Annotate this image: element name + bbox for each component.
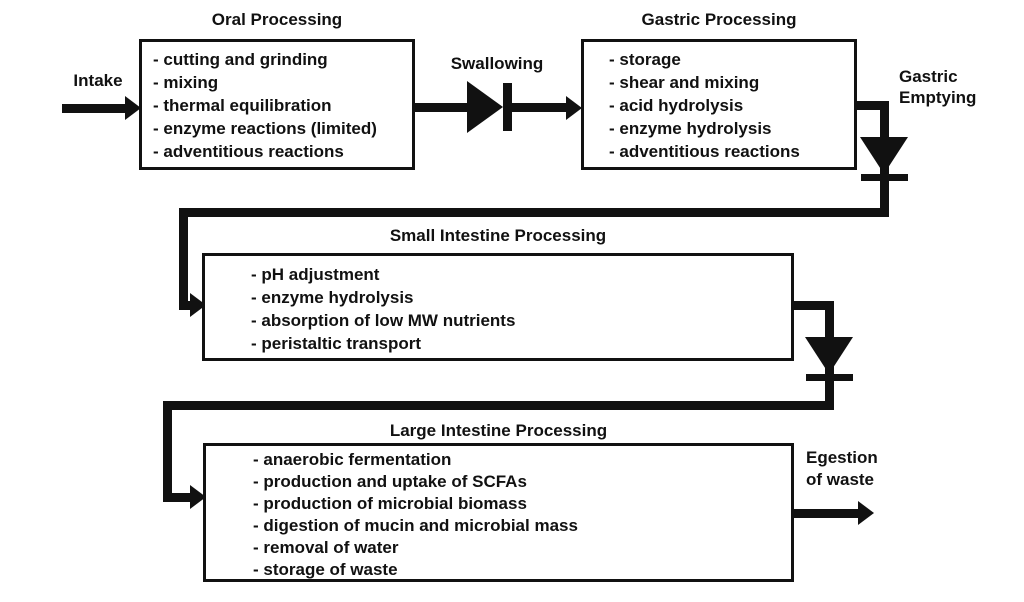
oral-processing-title: Oral Processing xyxy=(211,10,343,29)
list-item: - absorption of low MW nutrients xyxy=(251,311,516,330)
small-to-large-line-segment xyxy=(163,401,834,410)
gastric-emptying-line-segment xyxy=(855,101,889,110)
small-intestine-processing-title: Small Intestine Processing xyxy=(389,226,607,245)
gastric-emptying-line-segment xyxy=(183,301,193,310)
swallowing-line-segment xyxy=(413,103,469,112)
large-intestine-processing-items: - anaerobic fermentation - production and… xyxy=(206,446,791,581)
list-item: - mixing xyxy=(153,73,219,92)
list-item: - storage xyxy=(609,50,681,69)
list-item: - peristaltic transport xyxy=(251,334,422,353)
gastric-emptying-valve-triangle-icon xyxy=(860,137,908,174)
large-intestine-processing-box: - anaerobic fermentation - production and… xyxy=(203,443,794,582)
small-to-large-line-segment xyxy=(792,301,834,310)
swallowing-valve-bar xyxy=(503,83,512,131)
list-item: - removal of water xyxy=(253,538,399,557)
list-item: - enzyme hydrolysis xyxy=(251,288,414,307)
gastric-emptying-line-segment xyxy=(179,208,188,310)
list-item: - thermal equilibration xyxy=(153,96,332,115)
swallowing-arrowhead-icon xyxy=(566,96,582,120)
egestion-arrow-shaft xyxy=(792,509,860,518)
egestion-label: Egestion of waste xyxy=(806,447,878,491)
oral-processing-items: - cutting and grinding - mixing - thermal … xyxy=(142,42,412,163)
gastric-emptying-label: Gastric Emptying xyxy=(899,66,976,108)
small-intestine-processing-box: - pH adjustment - enzyme hydrolysis - abso… xyxy=(202,253,794,361)
list-item: - cutting and grinding xyxy=(153,50,328,69)
intake-arrow-shaft xyxy=(62,104,128,113)
small-to-large-line-segment xyxy=(163,401,172,502)
list-item: - enzyme hydrolysis xyxy=(609,119,772,138)
list-item: - adventitious reactions xyxy=(609,142,800,161)
oral-processing-box: - cutting and grinding - mixing - thermal … xyxy=(139,39,415,170)
list-item: - acid hydrolysis xyxy=(609,96,744,115)
list-item: - anaerobic fermentation xyxy=(253,450,452,469)
small-to-large-valve-triangle-icon xyxy=(805,337,853,374)
small-to-large-valve-bar xyxy=(806,374,853,381)
small-to-large-arrowhead-icon xyxy=(190,485,206,509)
large-intestine-processing-title: Large Intestine Processing xyxy=(389,421,608,440)
egestion-arrowhead-icon xyxy=(858,501,874,525)
egestion-label-line2: of waste xyxy=(806,470,875,489)
gastric-emptying-label-line2: Emptying xyxy=(899,88,977,107)
gastric-emptying-label-line1: Gastric xyxy=(899,67,958,86)
swallowing-valve-triangle-icon xyxy=(467,81,503,133)
list-item: - storage of waste xyxy=(253,560,398,579)
gastric-processing-box: - storage - shear and mixing - acid hydrol… xyxy=(581,39,857,170)
swallowing-line-segment xyxy=(512,103,568,112)
intake-label: Intake xyxy=(73,71,123,90)
gastric-processing-title: Gastric Processing xyxy=(641,10,797,29)
swallowing-label: Swallowing xyxy=(450,54,544,73)
intake-arrowhead-icon xyxy=(125,96,141,120)
egestion-label-line1: Egestion xyxy=(806,448,878,467)
list-item: - enzyme reactions (limited) xyxy=(153,119,377,138)
list-item: - production of microbial biomass xyxy=(253,494,527,513)
small-to-large-line-segment xyxy=(167,493,191,502)
list-item: - production and uptake of SCFAs xyxy=(253,472,527,491)
list-item: - shear and mixing xyxy=(609,73,760,92)
list-item: - digestion of mucin and microbial mass xyxy=(253,516,578,535)
gastric-emptying-valve-bar xyxy=(861,174,908,181)
gastric-processing-items: - storage - shear and mixing - acid hydrol… xyxy=(584,42,854,163)
small-intestine-processing-items: - pH adjustment - enzyme hydrolysis - abso… xyxy=(205,256,791,355)
gastric-emptying-line-segment xyxy=(179,208,889,217)
list-item: - adventitious reactions xyxy=(153,142,344,161)
list-item: - pH adjustment xyxy=(251,265,380,284)
